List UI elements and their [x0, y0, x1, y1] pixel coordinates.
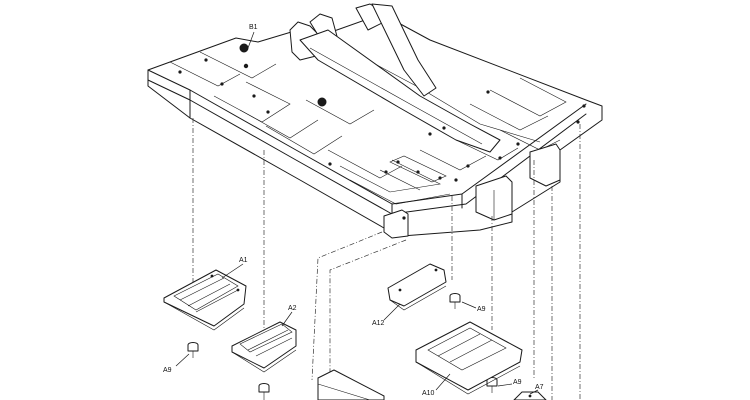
- label-a12: A12: [372, 320, 385, 327]
- label-a9-mid: A9: [477, 306, 486, 313]
- assembly-leader-lines: [192, 118, 581, 400]
- plate-a2: [231, 321, 297, 373]
- label-a10: A10: [422, 390, 435, 397]
- label-a1: A1: [239, 257, 248, 264]
- label-a9-left: A9: [163, 367, 172, 374]
- label-a7: A7: [535, 384, 544, 391]
- label-a2: A2: [288, 305, 297, 312]
- label-a9-right: A9: [513, 379, 522, 386]
- bolt-a9-left: [187, 342, 199, 358]
- plate-a10: [415, 321, 523, 395]
- label-leaders: [175, 31, 539, 395]
- cover-a12: [387, 263, 447, 311]
- part-a7: [513, 391, 547, 400]
- bolt-a9-right: [486, 377, 498, 393]
- bolt-a9-mid: [449, 293, 461, 309]
- callout-labels: B1 A1 A2 A9 A12 A9 A10 A9 A7: [163, 24, 544, 397]
- label-b1: B1: [249, 24, 258, 31]
- main-frame: [147, 3, 603, 239]
- bolt-lower: [258, 383, 270, 400]
- plate-a1: [163, 269, 247, 331]
- bracket-bottom: [317, 369, 385, 400]
